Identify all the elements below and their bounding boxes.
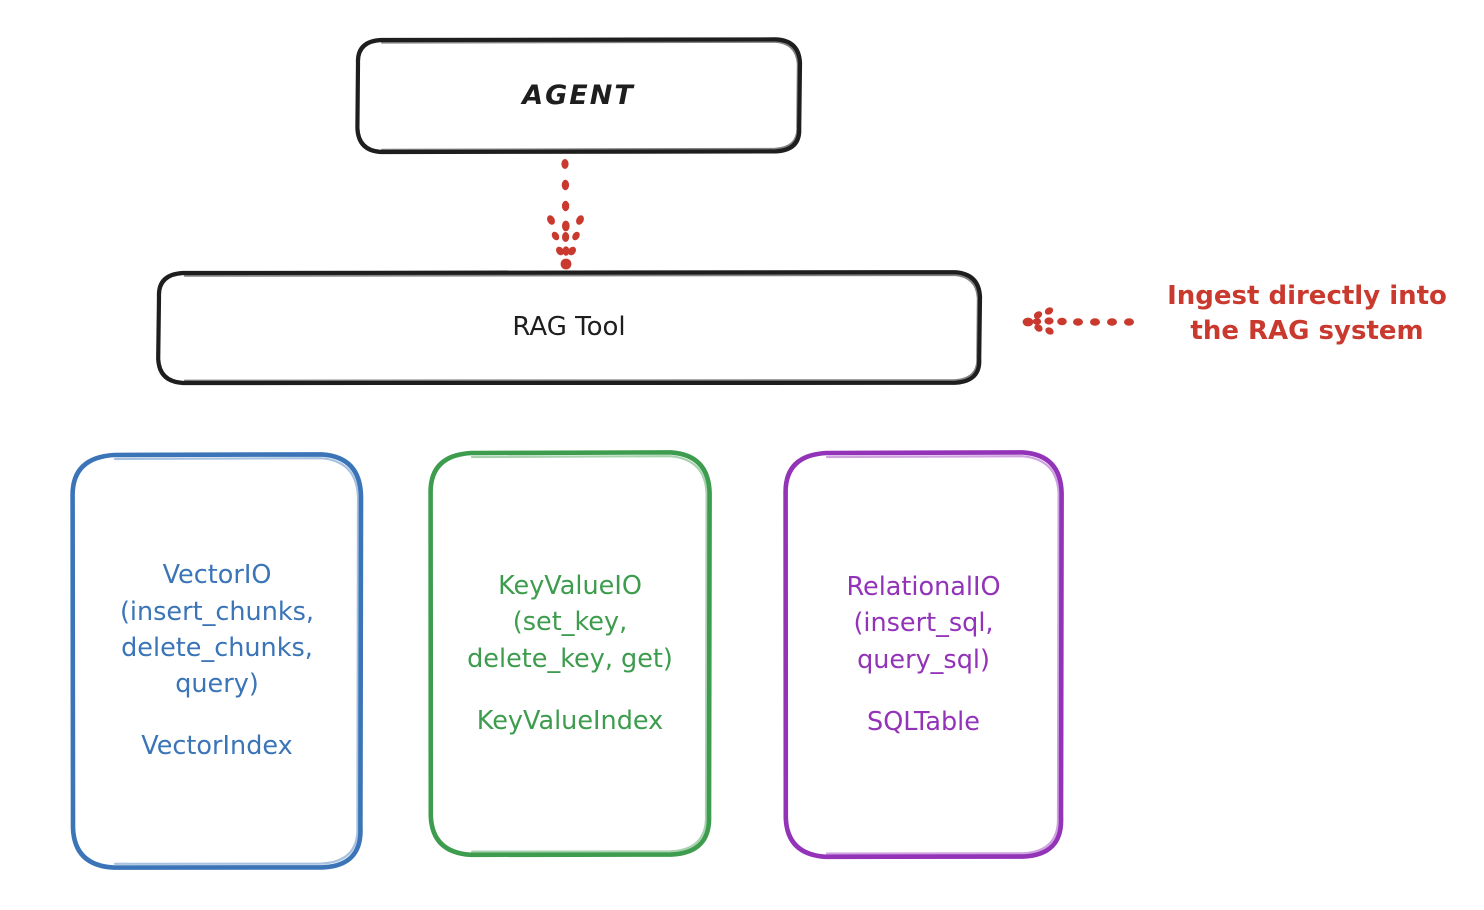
label-spacer [846,678,1000,704]
node-rag-tool[interactable]: RAG Tool [156,270,983,386]
node-agent-label: AGENT [522,79,635,111]
node-relational-io-api: RelationalIO (insert_sql, query_sql) [846,572,1001,675]
node-key-value-io-api: KeyValueIO (set_key, delete_key, get) [467,571,673,674]
connector-ingest-arrow [1022,307,1134,335]
node-key-value-io[interactable]: KeyValueIO (set_key, delete_key, get) Key… [428,450,712,858]
node-relational-io-label: RelationalIO (insert_sql, query_sql) SQLT… [846,569,1000,740]
node-vector-io[interactable]: VectorIO (insert_chunks, delete_chunks, … [70,452,364,870]
node-rag-tool-label: RAG Tool [512,312,626,343]
node-vector-io-api: VectorIO (insert_chunks, delete_chunks, … [119,560,315,700]
node-relational-io[interactable]: RelationalIO (insert_sql, query_sql) SQLT… [783,450,1064,860]
label-spacer [120,702,314,728]
node-relational-io-index: SQLTable [867,706,980,737]
node-vector-io-label: VectorIO (insert_chunks, delete_chunks, … [120,557,314,764]
node-agent[interactable]: AGENT [355,37,803,155]
node-key-value-io-index: KeyValueIndex [476,705,664,736]
node-key-value-io-label: KeyValueIO (set_key, delete_key, get) Key… [467,568,673,739]
annotation-ingest: Ingest directly into the RAG system [1167,281,1447,347]
label-spacer [467,677,673,703]
connector-agent-to-rag-tool [547,159,584,270]
node-vector-io-index: VectorIndex [141,731,293,762]
